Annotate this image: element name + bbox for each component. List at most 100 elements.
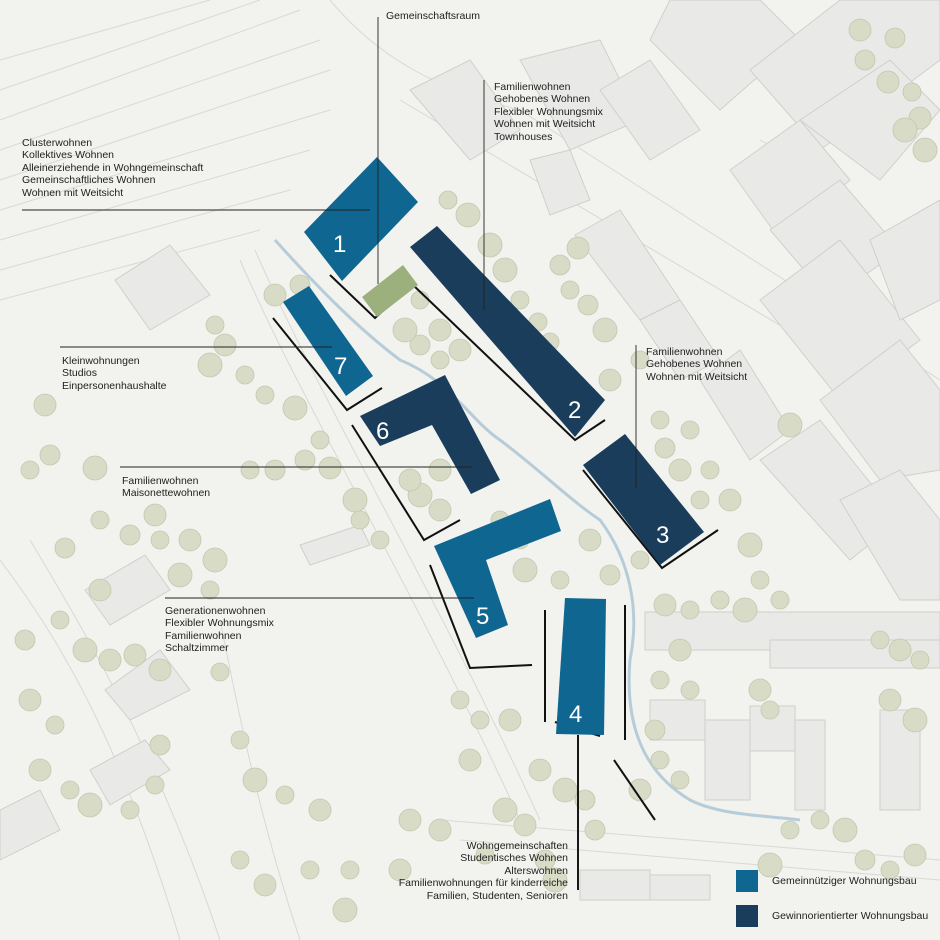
annotation-line: Townhouses: [494, 130, 553, 143]
block-7: [283, 286, 373, 396]
tree-canopy-icon: [350, 510, 370, 530]
legend-item-gemeinnuetzig: Gemeinnütziger Wohnungsbau: [736, 870, 917, 892]
tree-canopy-icon: [903, 843, 927, 867]
tree-canopy-icon: [912, 137, 938, 163]
tree-canopy-icon: [230, 850, 250, 870]
tree-canopy-icon: [884, 27, 906, 49]
annotation-line: Wohnen mit Weitsicht: [646, 370, 748, 383]
tree-canopy-icon: [888, 638, 912, 662]
legend-label: Gemeinnütziger Wohnungsbau: [772, 875, 917, 887]
tree-canopy-icon: [542, 867, 568, 893]
tree-canopy-icon: [370, 530, 390, 550]
tree-canopy-icon: [599, 564, 621, 586]
tree-canopy-icon: [513, 813, 537, 837]
tree-canopy-icon: [750, 570, 770, 590]
tree-canopy-icon: [428, 818, 452, 842]
tree-canopy-icon: [282, 395, 308, 421]
tree-canopy-icon: [477, 232, 503, 258]
tree-canopy-icon: [90, 510, 110, 530]
tree-canopy-icon: [644, 719, 666, 741]
tree-canopy-icon: [428, 498, 452, 522]
tree-canopy-icon: [718, 488, 742, 512]
tree-canopy-icon: [760, 700, 780, 720]
tree-canopy-icon: [653, 593, 677, 617]
tree-canopy-icon: [98, 648, 122, 672]
annotation-line: Familienwohnen: [165, 629, 242, 642]
tree-canopy-icon: [654, 437, 676, 459]
tree-canopy-icon: [549, 254, 571, 276]
annotation-line: Gemeinschaftsraum: [386, 10, 480, 22]
tree-canopy-icon: [770, 590, 790, 610]
annotation-line: Alleinerziehende in Wohngemeinschaft: [22, 161, 204, 174]
residential-blocks: [283, 157, 704, 735]
annotation-line: Gehobenes Wohnen: [494, 93, 591, 106]
tree-canopy-icon: [630, 550, 650, 570]
tree-canopy-icon: [577, 294, 599, 316]
tree-canopy-icon: [710, 590, 730, 610]
annotation-block-3: Familienwohnen Gehobenes Wohnen Wohnen m…: [646, 346, 747, 383]
tree-canopy-icon: [854, 849, 876, 871]
tree-canopy-icon: [690, 490, 710, 510]
tree-canopy-icon: [428, 458, 452, 482]
tree-canopy-icon: [854, 49, 876, 71]
tree-canopy-icon: [670, 770, 690, 790]
annotation-line: Familienwohnen: [122, 475, 199, 487]
annotation-block-6: Familienwohnen Maisonettewohnen: [122, 475, 210, 500]
tree-canopy-icon: [150, 530, 170, 550]
annotation-block-1: Clusterwohnen Kollektives Wohnen Alleine…: [22, 137, 203, 199]
tree-canopy-icon: [550, 570, 570, 590]
tree-canopy-icon: [512, 557, 538, 583]
tree-canopy-icon: [119, 524, 141, 546]
tree-canopy-icon: [668, 458, 692, 482]
block-number-5: 5: [476, 603, 489, 630]
tree-canopy-icon: [388, 858, 412, 882]
block-6: [360, 375, 500, 494]
tree-canopy-icon: [902, 707, 928, 733]
tree-canopy-icon: [143, 503, 167, 527]
legend-item-gewinnorientiert: Gewinnorientierter Wohnungsbau: [736, 905, 928, 927]
tree-canopy-icon: [592, 317, 618, 343]
block-5: [434, 499, 561, 638]
tree-canopy-icon: [880, 860, 900, 880]
tree-canopy-icon: [910, 650, 930, 670]
block-1: [304, 157, 418, 281]
tree-canopy-icon: [28, 758, 52, 782]
annotation-line: Familienwohnen: [494, 81, 571, 93]
tree-canopy-icon: [332, 897, 358, 923]
tree-canopy-icon: [275, 785, 295, 805]
tree-canopy-icon: [628, 778, 652, 802]
annotation-line: Wohnen mit Weitsicht: [22, 186, 124, 199]
tree-canopy-icon: [178, 528, 202, 552]
tree-canopy-icon: [210, 662, 230, 682]
tree-canopy-icon: [18, 688, 42, 712]
block-4: [556, 598, 606, 735]
tree-canopy-icon: [145, 775, 165, 795]
annotation-line: Einpersonenhaushalte: [62, 379, 167, 392]
annotation-line: Kleinwohnungen: [62, 355, 140, 367]
tree-canopy-icon: [892, 117, 918, 143]
annotation-line: Studios: [62, 367, 98, 380]
tree-canopy-icon: [598, 368, 622, 392]
annotation-line: Flexibler Wohnungsmix: [494, 105, 603, 118]
tree-canopy-icon: [82, 455, 108, 481]
annotation-line: Wohngemeinschaften: [466, 840, 568, 852]
tree-canopy-icon: [77, 792, 103, 818]
annotation-block-2: Familienwohnen Gehobenes Wohnen Flexible…: [494, 81, 603, 143]
tree-canopy-icon: [148, 658, 172, 682]
tree-canopy-icon: [700, 460, 720, 480]
tree-canopy-icon: [264, 459, 286, 481]
block-number-1: 1: [333, 231, 346, 258]
tree-canopy-icon: [88, 578, 112, 602]
tree-canopy-icon: [45, 715, 65, 735]
tree-canopy-icon: [33, 393, 57, 417]
annotation-line: Familienwohnen: [646, 346, 723, 358]
tree-canopy-icon: [202, 547, 228, 573]
tree-canopy-icon: [680, 420, 700, 440]
tree-canopy-icon: [123, 643, 147, 667]
tree-canopy-icon: [650, 670, 670, 690]
annotation-line: Schaltzimmer: [165, 642, 229, 655]
annotation-block-7: Kleinwohnungen Studios Einpersonenhausha…: [62, 355, 167, 392]
annotation-line: Flexibler Wohnungsmix: [165, 617, 274, 630]
tree-canopy-icon: [650, 750, 670, 770]
